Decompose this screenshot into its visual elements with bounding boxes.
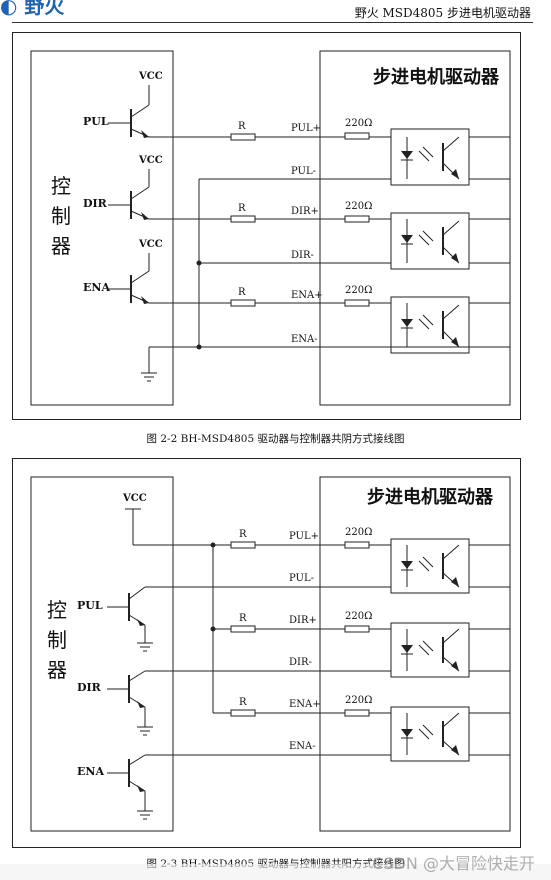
optocoupler [320,622,510,678]
terminal-label: DIR+ [291,206,319,217]
controller-label-char: 控 [47,598,67,622]
transistor-dir: DIR [77,670,320,736]
resistor-label: R [239,697,247,708]
terminal-label: ENA- [291,334,318,345]
resistor-label: R [238,121,246,132]
optocoupler [320,538,510,594]
terminal-label: DIR- [289,657,312,668]
driver-resistor [344,541,370,549]
terminal-label: ENA- [289,741,316,752]
logo-mark-icon: ◐ [0,0,18,18]
controller-label-char: 制 [51,204,71,228]
wiring-diagram-common-anode: 控 制 器 步进电机驱动器 VCC R R R PUL [12,458,521,848]
terminal-label: ENA+ [289,699,321,710]
resistor-value: 220Ω [345,285,372,296]
terminal-label: PUL+ [289,531,319,542]
controller-label-char: 制 [47,628,67,652]
wiring-diagram-1-svg: 控 制 器 步进电机驱动器 PUL VCC DIR VCC [30,50,511,406]
resistor [230,215,256,223]
logo-text: 野火 [24,0,65,18]
controller-label-char: 器 [47,658,67,682]
document-header-title: 野火 MSD4805 步进电机驱动器 [354,6,531,20]
brand-logo: ◐ 野火 [0,0,64,19]
controller-box [30,50,174,406]
driver-title: 步进电机驱动器 [373,66,500,88]
transistor-dir: DIR VCC [83,155,243,220]
signal-label: PUL [77,599,103,612]
resistor [230,299,256,307]
terminal-label: ENA+ [291,290,323,301]
terminal-label: PUL- [291,166,316,177]
vcc-label: VCC [138,71,163,82]
transistor-pul: PUL VCC [83,71,243,138]
ground-icon [141,372,157,382]
driver-resistor [344,709,370,717]
wiring-diagram-2-svg: 控 制 器 步进电机驱动器 VCC R R R PUL [30,476,511,832]
transistor-pul: PUL [77,586,320,652]
terminal-label: DIR+ [289,615,317,626]
resistor [230,709,256,717]
signal-label: ENA [77,765,104,778]
terminal-label: DIR- [291,250,314,261]
optocoupler [320,296,510,354]
driver-resistor: 220Ω [344,201,372,223]
driver-box [319,476,511,832]
transistor-ena: ENA VCC [83,239,243,304]
terminal-label: PUL+ [291,123,321,134]
resistor [230,541,256,549]
resistor-label: R [239,529,247,540]
driver-resistor: 220Ω [344,285,372,307]
resistor-value: 220Ω [345,611,372,622]
controller-label-char: 器 [51,234,71,258]
vcc-label: VCC [138,239,163,250]
driver-resistor [344,625,370,633]
resistor-value: 220Ω [345,527,372,538]
resistor-label: R [238,287,246,298]
header-divider [12,22,533,23]
watermark: CSDN @大冒险快走开 [372,854,535,873]
resistor-label: R [238,203,246,214]
driver-box [319,50,511,406]
resistor-value: 220Ω [345,118,372,129]
optocoupler [320,128,510,186]
transistor-ena: ENA [77,754,320,820]
resistor-value: 220Ω [345,201,372,212]
driver-resistor: 220Ω [344,118,372,140]
controller-box [30,476,174,832]
optocoupler [320,212,510,270]
bottom-strip [0,864,551,880]
controller-label-char: 控 [51,174,71,198]
figure-caption: 图 2-2 BH-MSD4805 驱动器与控制器共阴方式接线图 [146,433,405,445]
wiring-diagram-common-cathode: 控 制 器 步进电机驱动器 PUL VCC DIR VCC [12,32,521,420]
signal-label: DIR [77,681,102,694]
signal-label: DIR [83,197,108,210]
vcc-label: VCC [138,155,163,166]
resistor [230,625,256,633]
resistor [230,133,256,141]
vcc-label: VCC [122,493,147,504]
resistor-label: R [239,613,247,624]
optocoupler [320,706,510,762]
resistor-value: 220Ω [345,695,372,706]
signal-label: PUL [83,115,109,128]
terminal-label: PUL- [289,573,314,584]
signal-label: ENA [83,281,110,294]
driver-title: 步进电机驱动器 [367,486,494,508]
